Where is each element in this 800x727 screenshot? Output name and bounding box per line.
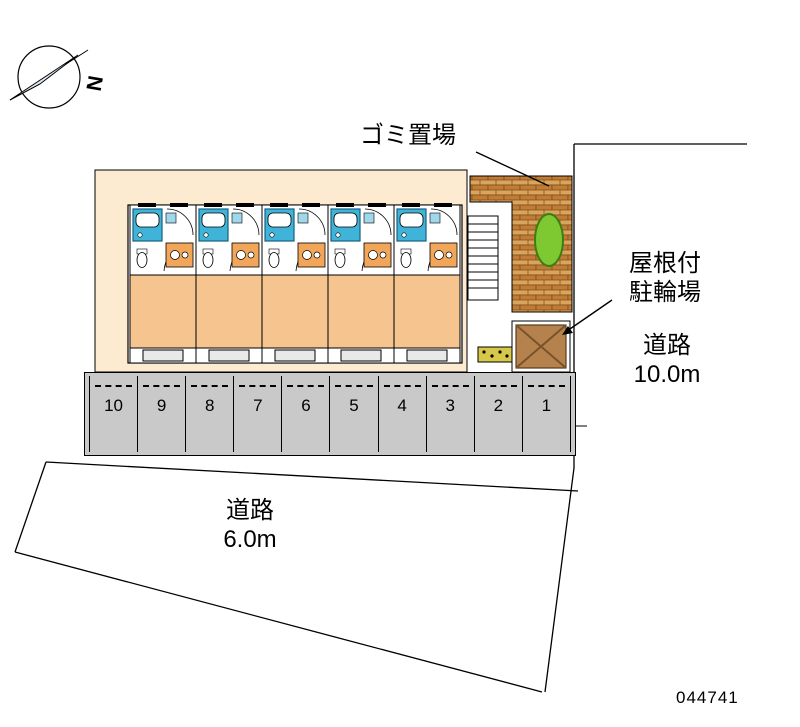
parking-space-number: 7 — [253, 396, 263, 415]
road-bottom-label: 道路 6.0m — [192, 496, 308, 555]
parking-space: 6 — [282, 376, 331, 452]
parking-row: 10 9 8 7 6 5 4 3 2 1 — [89, 376, 571, 452]
parking-space: 4 — [379, 376, 427, 452]
parking-space: 8 — [186, 376, 235, 452]
bike-shed-arrow — [562, 299, 613, 335]
road-right-label: 道路 10.0m — [614, 331, 720, 390]
compass-north-label: N — [81, 74, 106, 93]
north-arrow-icon — [9, 54, 79, 101]
parking-space-number: 10 — [104, 396, 123, 415]
road-bottom-label-line2: 6.0m — [223, 526, 277, 554]
parking-space-number: 2 — [493, 396, 504, 415]
parking-space: 10 — [89, 376, 139, 452]
boundary-lines — [14, 143, 747, 693]
parking-space: 1 — [523, 376, 571, 452]
parking-space: 7 — [234, 376, 283, 452]
parking-space-number: 6 — [301, 396, 311, 415]
unit-floorplan — [195, 202, 263, 364]
road-right-label-line1: 道路 — [643, 332, 691, 359]
parking-space-number: 4 — [397, 396, 407, 415]
parking-space: 5 — [330, 376, 379, 452]
road-right-label-line2: 10.0m — [633, 361, 701, 389]
unit-floorplan — [129, 202, 197, 364]
parking-space-number: 8 — [205, 396, 215, 415]
parking-space: 2 — [475, 376, 523, 452]
parking-strip: 10 9 8 7 6 5 4 3 2 1 — [84, 372, 576, 456]
garbage-label: ゴミ置場 — [360, 122, 456, 149]
parking-space-number: 1 — [541, 396, 552, 415]
parking-space-number: 3 — [445, 396, 455, 415]
parking-space-number: 5 — [349, 396, 359, 415]
road-bottom-label-line1: 道路 — [226, 497, 274, 524]
stairs — [467, 215, 499, 301]
paving-strip — [477, 346, 513, 363]
bike-parking-label-line2: 駐輪場 — [629, 279, 701, 307]
bush — [534, 213, 564, 267]
unit-floorplan — [393, 202, 461, 364]
unit-floorplan — [327, 202, 395, 364]
bike-parking-label-line1: 屋根付 — [629, 250, 701, 277]
parking-space-number: 9 — [156, 396, 167, 415]
unit-floorplan — [261, 202, 329, 364]
bike-parking-label: 屋根付 駐輪場 — [604, 249, 726, 308]
garbage-area — [469, 175, 573, 313]
plan-number: 044741 — [676, 688, 739, 707]
compass: N — [9, 45, 107, 109]
building-units — [129, 202, 461, 364]
parking-space: 9 — [138, 376, 187, 452]
garbage-leader-line — [475, 151, 550, 187]
building-plot — [94, 169, 468, 373]
parking-space: 3 — [427, 376, 475, 452]
bike-shed — [511, 320, 571, 373]
